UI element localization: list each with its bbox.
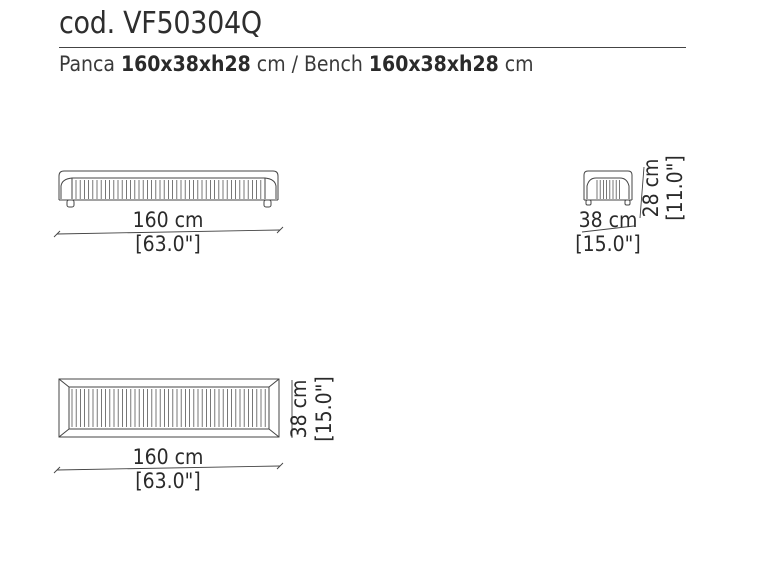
side-depth-in: [15.0"] bbox=[575, 232, 640, 256]
italian-unit: cm / bbox=[250, 52, 304, 76]
front-width-dimension: 160 cm [63.0"] bbox=[53, 208, 284, 256]
top-depth-dimension: 38 cm [15.0"] bbox=[287, 376, 336, 441]
english-label: Bench bbox=[303, 52, 369, 76]
top-view bbox=[58, 378, 280, 438]
top-dimension-line bbox=[56, 465, 281, 471]
top-width-in: [63.0"] bbox=[135, 469, 200, 493]
front-view bbox=[58, 170, 279, 208]
product-code: cod. VF50304Q bbox=[59, 6, 262, 41]
front-width-cm: 160 cm bbox=[133, 208, 204, 232]
side-depth-cm: 38 cm bbox=[579, 208, 638, 232]
side-height-in: [11.0"] bbox=[663, 155, 687, 220]
side-depth-dimension: 38 cm [15.0"] bbox=[575, 208, 640, 256]
side-view bbox=[583, 170, 633, 206]
front-dimension-tick-right bbox=[276, 226, 284, 234]
side-height-line bbox=[639, 166, 645, 219]
header-divider bbox=[59, 47, 686, 48]
front-width-in: [63.0"] bbox=[135, 232, 200, 256]
top-width-dimension: 160 cm [63.0"] bbox=[53, 445, 284, 493]
italian-dimensions: 160x38xh28 bbox=[120, 52, 251, 76]
side-height-cm: 28 cm bbox=[639, 159, 663, 218]
italian-label: Panca bbox=[59, 52, 121, 76]
top-depth-cm: 38 cm bbox=[287, 380, 311, 439]
side-height-dimension: 28 cm [11.0"] bbox=[639, 155, 687, 220]
english-dimensions: 160x38xh28 bbox=[368, 52, 499, 76]
front-view-ribs bbox=[75, 180, 262, 199]
side-depth-line bbox=[581, 225, 635, 233]
top-depth-in: [15.0"] bbox=[312, 376, 336, 441]
top-dimension-tick-left bbox=[53, 466, 61, 474]
side-view-ribs bbox=[596, 180, 620, 199]
top-width-cm: 160 cm bbox=[133, 445, 204, 469]
front-dimension-tick-left bbox=[53, 230, 61, 238]
product-description: Panca 160x38xh28 cm / Bench 160x38xh28 c… bbox=[59, 49, 534, 79]
top-dimension-tick-right bbox=[276, 462, 284, 470]
top-view-ribs bbox=[71, 389, 266, 427]
english-unit: cm bbox=[498, 52, 534, 76]
front-dimension-line bbox=[56, 229, 281, 235]
